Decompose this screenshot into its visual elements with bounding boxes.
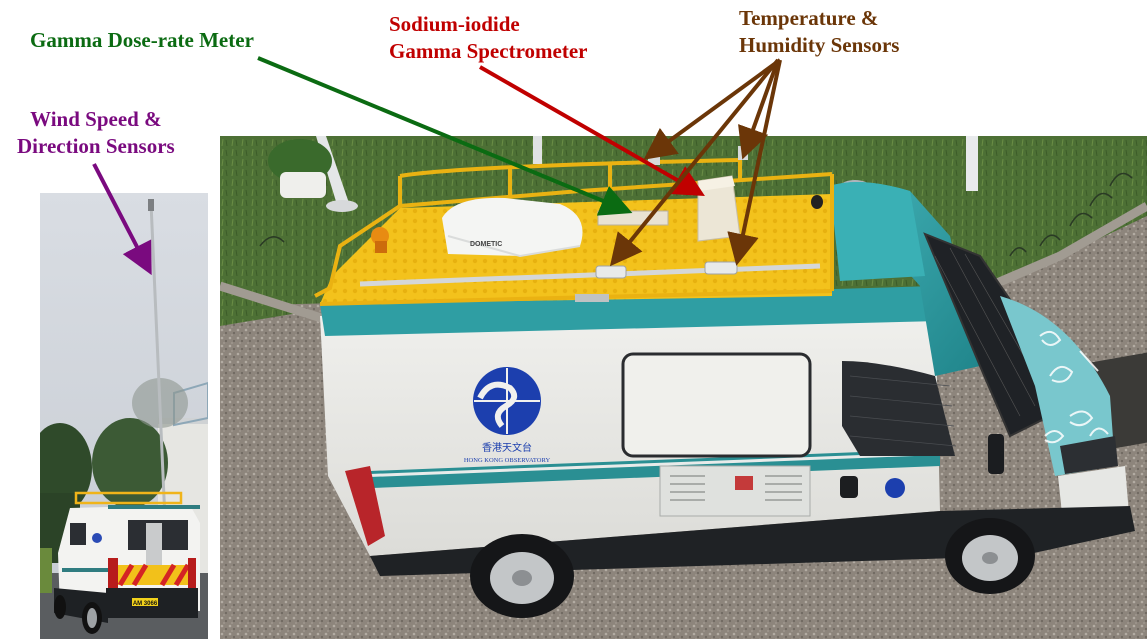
gamma-dose-rate-meter-label: Gamma Dose-rate Meter [30,28,254,52]
temperature-humidity-sensors-label: Temperature & Humidity Sensors [739,5,899,59]
hko-logo: 香港天文台 HONG KONG OBSERVATORY [464,367,551,464]
mast-photo: AM 3066 [40,193,208,639]
wind-label-line1: Wind Speed & [30,107,162,131]
wind-sensors-label: Wind Speed & Direction Sensors [17,106,175,160]
sodium-iodide-label-line2: Gamma Spectrometer [389,39,588,63]
temperature-label-line1: Temperature & [739,6,879,30]
wind-label-line2: Direction Sensors [17,134,175,158]
dometic-ac-unit: DOMETIC [442,197,583,258]
hko-chinese-name: 香港天文台 [482,441,532,454]
license-plate: AM 3066 [133,601,158,607]
van-photo: 香港天文台 HONG KONG OBSERVATORY DOMETIC [220,136,1147,639]
sodium-iodide-label-line1: Sodium-iodide [389,12,520,36]
sodium-iodide-spectrometer-label: Sodium-iodide Gamma Spectrometer [389,11,587,65]
dometic-brand: DOMETIC [470,241,502,248]
temperature-label-line2: Humidity Sensors [739,33,900,57]
hko-english-name: HONG KONG OBSERVATORY [464,457,551,464]
